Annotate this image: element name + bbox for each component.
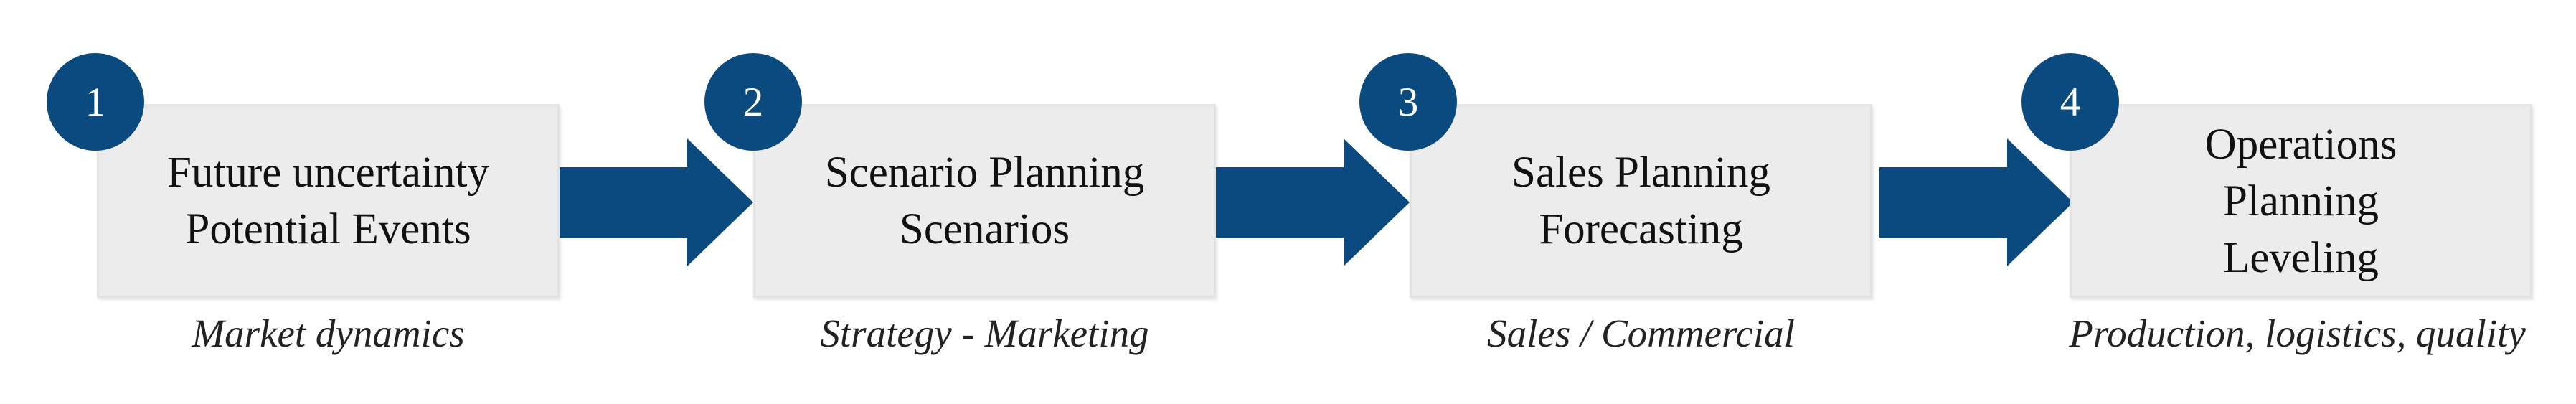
step-1-text: Future uncertainty Potential Events [167, 144, 489, 258]
step-4-line-3: Leveling [2223, 233, 2379, 282]
step-4-line-2: Planning [2223, 177, 2379, 225]
step-3-caption: Sales / Commercial [1487, 311, 1795, 355]
step-2-box: Scenario Planning Scenarios [753, 104, 1216, 298]
step-1-caption: Market dynamics [192, 311, 465, 355]
step-2-number-badge: 2 [704, 53, 802, 151]
step-1-box: Future uncertainty Potential Events [97, 104, 560, 298]
step-3-line-1: Sales Planning [1511, 149, 1770, 197]
step-4-caption: Production, logistics, quality [2069, 311, 2526, 355]
step-2-line-1: Scenario Planning [824, 149, 1145, 197]
step-3-box: Sales Planning Forecasting [1410, 104, 1872, 298]
step-4-number-badge: 4 [2021, 53, 2119, 151]
step-2-text: Scenario Planning Scenarios [825, 144, 1145, 258]
step-1-number-badge: 1 [47, 53, 144, 151]
step-4-line-1: Operations [2204, 120, 2397, 169]
step-3-line-2: Forecasting [1539, 205, 1743, 253]
step-3-number-badge: 3 [1359, 53, 1457, 151]
step-1-line-2: Potential Events [185, 205, 471, 253]
step-2-line-2: Scenarios [899, 205, 1070, 253]
right-arrow-icon [560, 138, 753, 266]
step-1-line-1: Future uncertainty [167, 149, 489, 197]
step-4-text: Operations Planning Leveling [2205, 116, 2397, 286]
right-arrow-icon [1879, 138, 2073, 266]
step-2-caption: Strategy - Marketing [820, 311, 1149, 355]
step-4-box: Operations Planning Leveling [2070, 104, 2532, 298]
right-arrow-icon [1216, 138, 1410, 266]
step-3-text: Sales Planning Forecasting [1511, 144, 1770, 258]
